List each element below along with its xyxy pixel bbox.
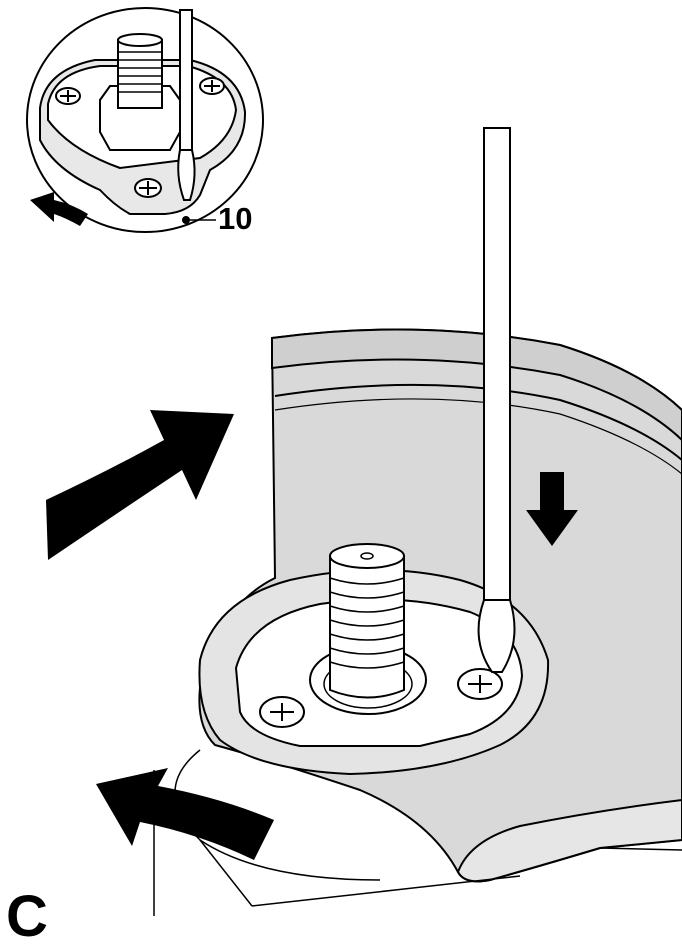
inset-screw-left (55, 87, 81, 105)
screwdriver-shaft (483, 127, 511, 609)
main-spindle (329, 543, 405, 699)
guard-rim-line (274, 383, 682, 461)
spindle-thread-lines (329, 577, 405, 669)
inset-screw-right (199, 77, 225, 95)
inset-spindle (117, 39, 163, 109)
inset-screwdriver-tip (177, 149, 196, 201)
guard-rim-line-2 (274, 398, 682, 475)
guard-rim-band (271, 328, 682, 442)
base-outline (153, 749, 682, 916)
main-screw-right (457, 668, 503, 700)
screwdriver-tip (477, 599, 516, 673)
rotate-counterclockwise-arrow-bottom-icon (96, 768, 274, 860)
inset-thread-lines (118, 51, 162, 93)
callout-label: 10 (218, 201, 253, 236)
inset-callout-dot (182, 216, 190, 224)
spindle-top-center (360, 552, 374, 560)
curved-direction-arrow-icon (46, 410, 234, 560)
inset-screw-bottom (134, 178, 162, 198)
inset-detail (26, 7, 264, 233)
inset-spindle-top (117, 33, 163, 47)
main-screwdriver (477, 127, 516, 673)
main-screw-left (259, 696, 305, 728)
rotate-counterclockwise-arrow-icon (30, 192, 88, 226)
push-down-arrow-icon (526, 472, 578, 546)
figure-letter: C (6, 884, 48, 949)
